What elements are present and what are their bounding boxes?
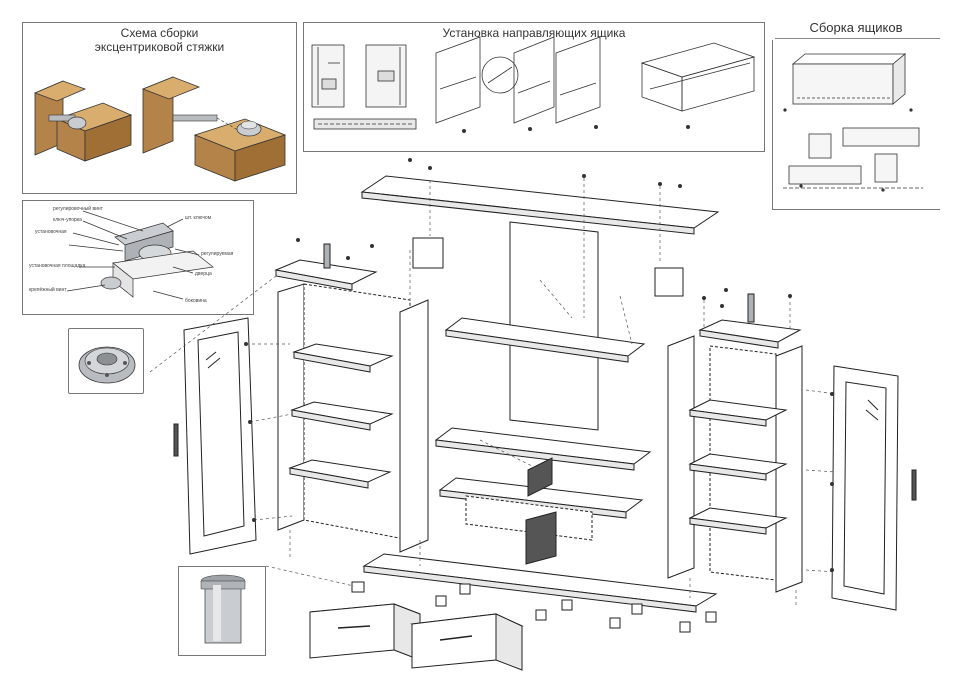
center-shelf-top: [444, 317, 646, 357]
hinge-detail-panel: регулировочный винт ключ-упорка установо…: [22, 200, 254, 315]
left-glass-door: [183, 317, 257, 555]
left-shelf-3: [288, 459, 392, 483]
drawers-panel-title: Сборка ящиков: [809, 20, 903, 35]
drawer-rail-icon: [311, 36, 756, 133]
hinge-icon: [66, 210, 214, 300]
drawers-title-divider: [775, 38, 940, 39]
right-cabinet-top: [698, 319, 802, 343]
top-board: [360, 175, 720, 229]
right-door-handle: [911, 469, 917, 501]
center-shelf-low: [438, 477, 644, 513]
small-panel-left: [412, 237, 444, 269]
hinge-callout-3: установочная: [35, 229, 67, 235]
right-glass-door: [831, 365, 899, 611]
hinge-callout-8: дверца: [195, 271, 212, 277]
bottom-plinth: [362, 553, 718, 607]
right-shelf-2: [688, 453, 788, 475]
eccentric-panel-title: Схема сборки эксцентриковой стяжки: [23, 26, 296, 54]
left-cabinet-top: [274, 259, 378, 285]
right-cabinet-side-inner: [667, 335, 695, 579]
left-cabinet-side-inner: [399, 299, 429, 553]
right-leg-bolt: [747, 293, 755, 323]
drawer-right-front: [411, 613, 497, 669]
screw-icon: [244, 158, 834, 572]
back-panel: [509, 221, 599, 431]
right-shelf-1: [688, 399, 788, 421]
center-flap-lower: [525, 511, 557, 565]
hinge-callout-9: боковина: [185, 298, 207, 304]
furniture-leg-icon: [200, 574, 246, 644]
drawer-assembly-panel: [772, 40, 940, 210]
left-shelf-1: [292, 343, 394, 367]
hinge-callout-4: шт. ключом: [185, 215, 212, 221]
small-panel-right: [654, 267, 684, 297]
connector-blocks: [351, 581, 717, 633]
right-shelf-3: [688, 507, 788, 529]
left-cabinet-side-outer: [277, 283, 305, 531]
hinge-callout-5: установочная площадка: [29, 263, 86, 269]
hinge-callout-1: регулировочный винт: [53, 206, 103, 212]
left-shelf-2: [290, 401, 394, 425]
hinge-callout-7: крепёжный винт: [29, 287, 67, 293]
left-leg-bolt: [323, 243, 331, 269]
flange-detail-panel: [68, 328, 144, 394]
hinge-callout-6: регулируемая: [201, 251, 234, 257]
drawer-left-front: [309, 603, 395, 659]
drawer-right-top: [410, 613, 524, 637]
eccentric-title-line2: эксцентриковой стяжки: [94, 40, 225, 54]
rails-panel-title: Установка направляющих ящика: [442, 26, 626, 40]
leg-detail-panel: [178, 566, 266, 656]
eccentric-assembly-panel: Схема сборки эксцентриковой стяжки: [22, 22, 297, 194]
eccentric-title-line1: Схема сборки: [120, 26, 199, 40]
flange-icon: [78, 346, 136, 384]
drawer-left-top: [309, 603, 421, 623]
center-flap-upper: [527, 457, 553, 497]
eccentric-fitting-icon: [33, 76, 287, 182]
drawer-box-icon: [783, 53, 923, 192]
hinge-callout-2: ключ-упорка: [53, 217, 82, 223]
center-shelf-mid: [434, 427, 652, 465]
rail-installation-panel: Установка направляющих ящика: [303, 22, 765, 152]
left-door-handle: [173, 423, 179, 457]
right-cabinet-side-outer: [775, 345, 803, 593]
